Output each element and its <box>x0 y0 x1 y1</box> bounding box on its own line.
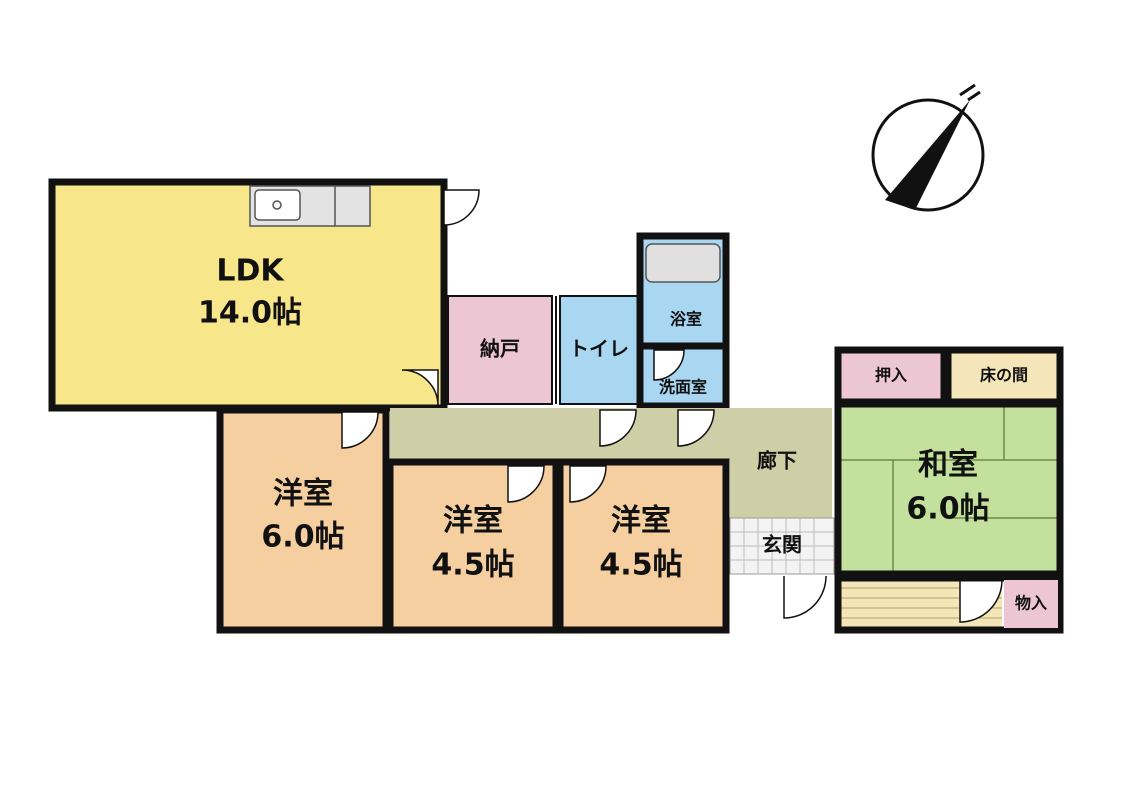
western-1-size: 6.0帖 <box>261 520 344 555</box>
ldk-name: LDK <box>216 254 285 289</box>
sink-icon <box>249 185 371 227</box>
toilet-name: トイレ <box>569 337 629 361</box>
room-nando: 納戸 <box>447 295 553 405</box>
door-swing-icon <box>443 189 480 226</box>
closet-area <box>834 574 1064 634</box>
room-washroom: 洗面室 <box>636 342 730 410</box>
room-ldk: LDK 14.0帖 <box>48 178 480 412</box>
room-western-2: 洋室 4.5帖 <box>386 458 560 634</box>
western-3-size: 4.5帖 <box>599 548 682 583</box>
ldk-size: 14.0帖 <box>198 296 302 331</box>
room-tokonoma: 床の間 <box>944 346 1064 406</box>
room-western-1: 洋室 6.0帖 <box>216 406 390 634</box>
room-japanese: 和室 6.0帖 <box>834 400 1064 578</box>
room-oshiire: 押入 <box>834 346 948 406</box>
room-western-3: 洋室 4.5帖 <box>556 458 730 634</box>
tokonoma-name: 床の間 <box>980 366 1028 385</box>
room-storage: 物入 <box>1004 580 1058 628</box>
hallway-name: 廊下 <box>757 449 797 473</box>
japanese-size: 6.0帖 <box>906 492 989 527</box>
storage-name: 物入 <box>1015 594 1047 613</box>
room-hallway: 廊下 <box>390 408 832 518</box>
room-toilet: トイレ <box>559 295 639 405</box>
bathtub-icon <box>645 243 721 283</box>
nando-name: 納戸 <box>480 337 520 361</box>
western-2-size: 4.5帖 <box>431 548 514 583</box>
room-entrance: 玄関 <box>729 517 835 619</box>
entrance-name: 玄関 <box>762 533 802 557</box>
room-bath: 浴室 <box>636 232 730 350</box>
japanese-name: 和室 <box>918 448 978 483</box>
compass-icon <box>871 83 985 212</box>
oshiire-name: 押入 <box>875 366 907 385</box>
washroom-name: 洗面室 <box>659 378 707 397</box>
western-1-name: 洋室 <box>273 477 333 512</box>
western-3-name: 洋室 <box>611 504 671 539</box>
bath-name: 浴室 <box>670 310 702 329</box>
western-2-name: 洋室 <box>443 504 503 539</box>
